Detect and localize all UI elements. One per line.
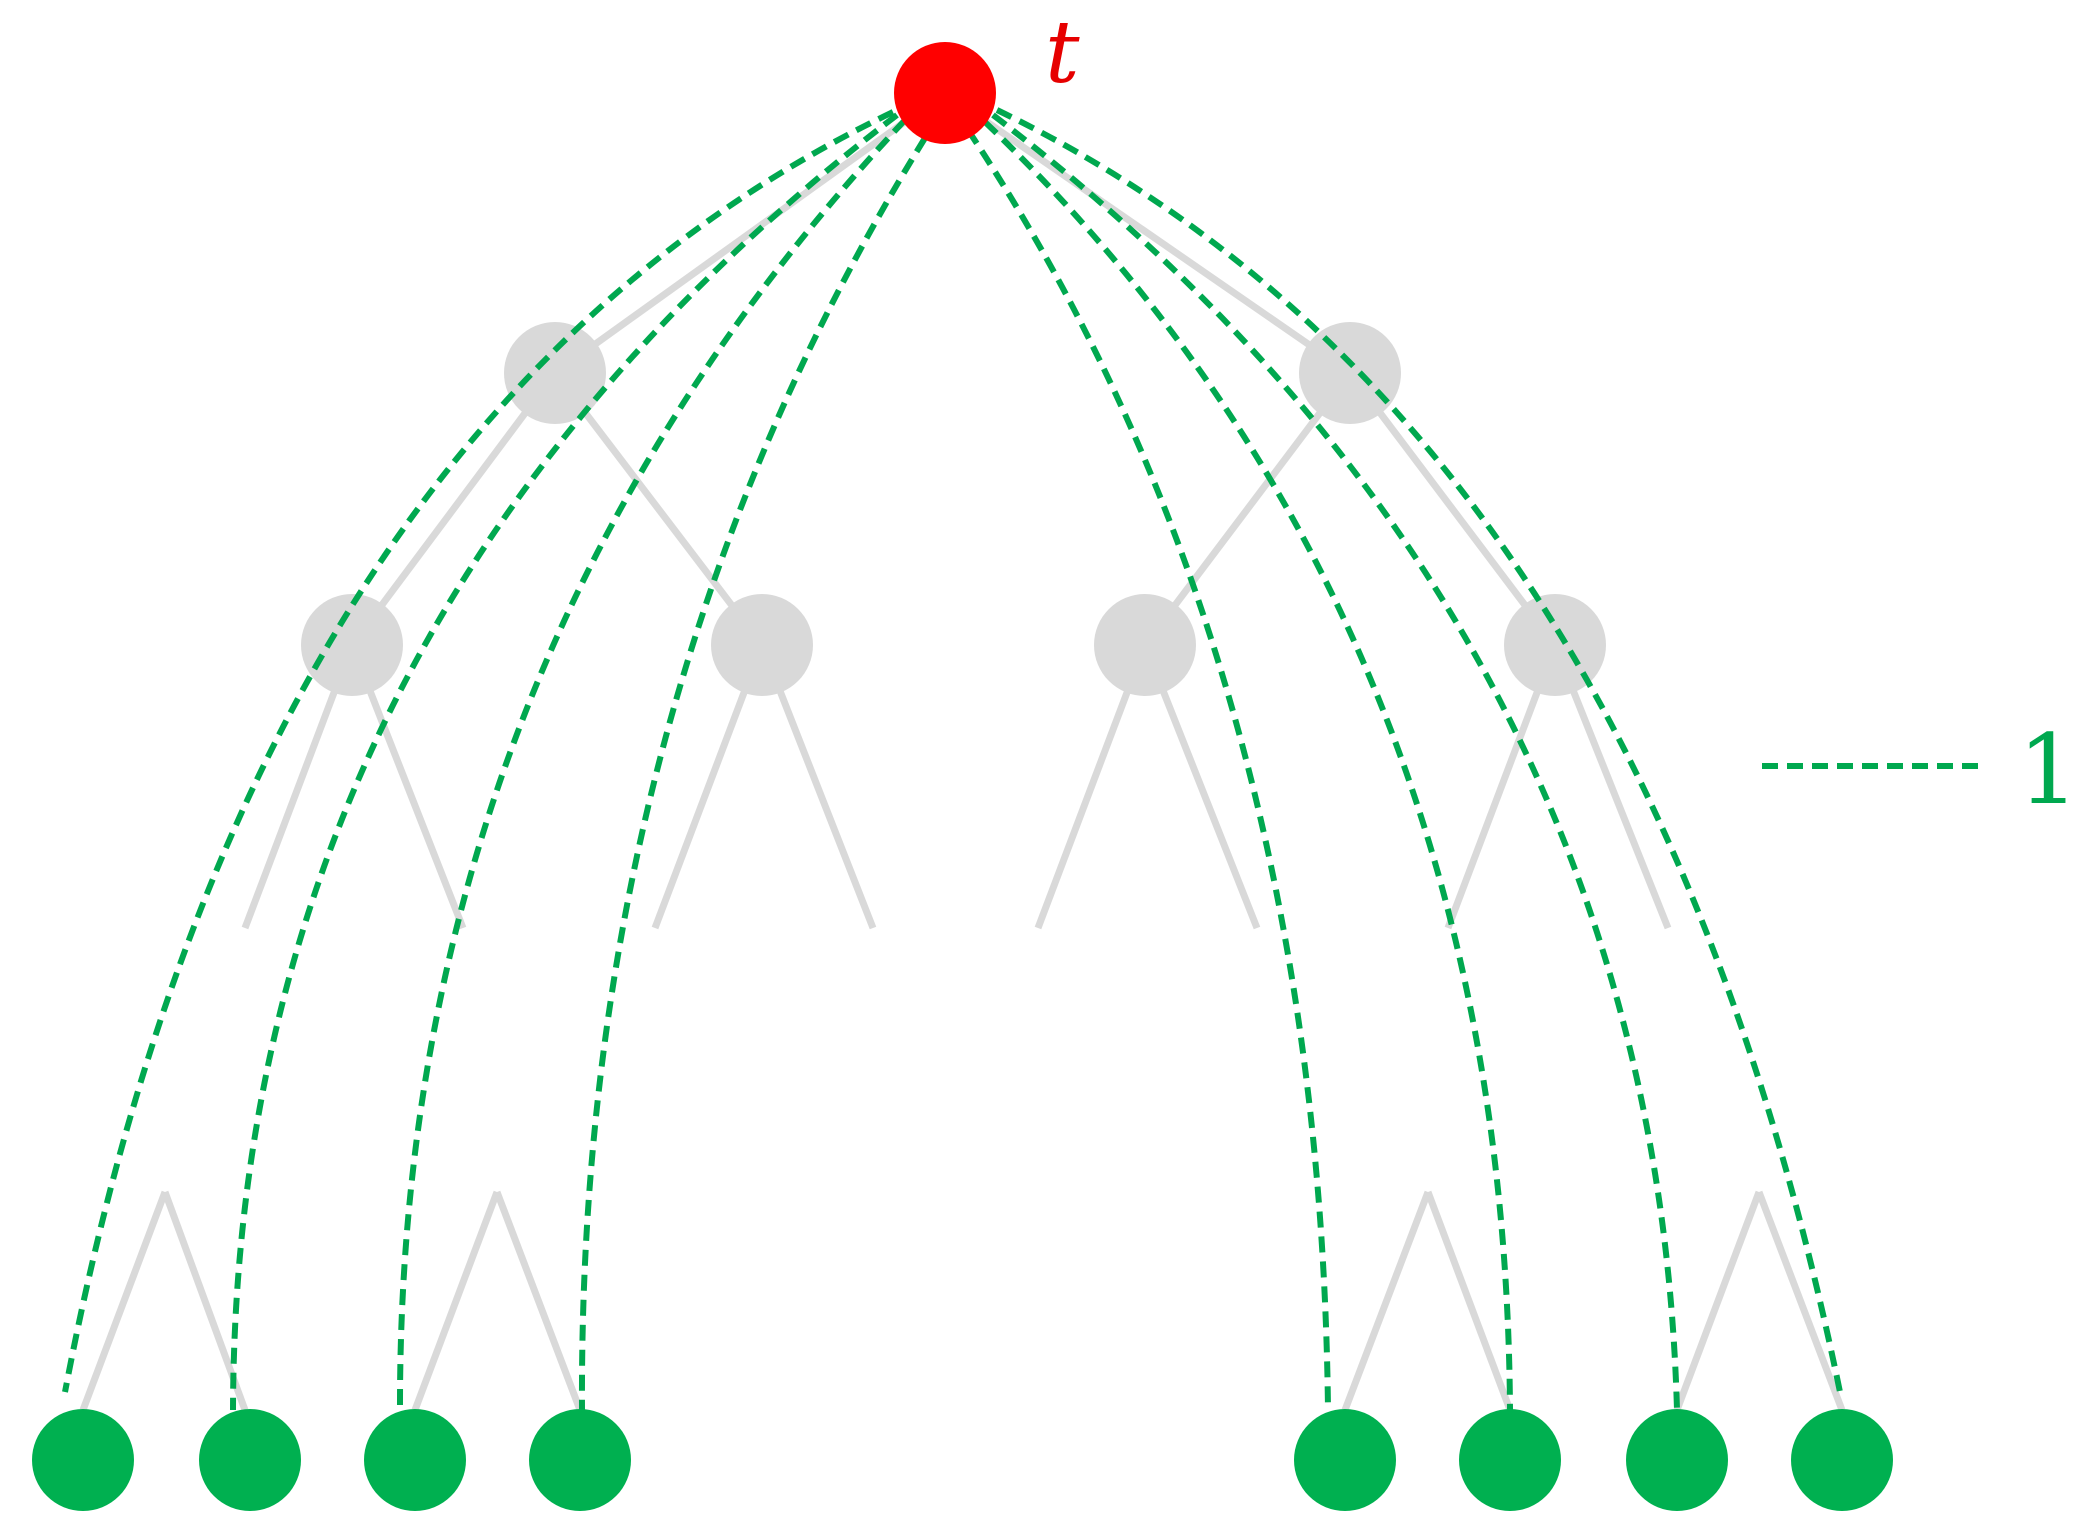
background-tree-nodes <box>301 322 1606 696</box>
leaf-node <box>1626 1409 1728 1511</box>
internal-node <box>504 322 606 424</box>
leaf-node <box>32 1409 134 1511</box>
root-label: t <box>1045 3 1080 103</box>
internal-node <box>711 594 813 696</box>
internal-node <box>1094 594 1196 696</box>
tree-edge <box>552 90 948 376</box>
leaf-node <box>199 1409 301 1511</box>
leaf-nodes <box>32 1409 1893 1511</box>
tree-edge <box>411 1190 501 1412</box>
dashed-edge <box>991 112 1680 1411</box>
legend-label: 1 <box>2018 714 2079 826</box>
leaf-node <box>1459 1409 1561 1511</box>
leaf-node <box>529 1409 631 1511</box>
dashed-edge <box>965 128 1331 1411</box>
internal-node <box>301 594 403 696</box>
root-node <box>894 42 996 144</box>
dashed-edge <box>995 107 1843 1393</box>
dashed-edge <box>396 117 908 1411</box>
tree-edge <box>79 1190 169 1412</box>
root-to-leaf-edges <box>62 107 1843 1411</box>
dashed-edge <box>982 119 1513 1411</box>
leaf-node <box>1791 1409 1893 1511</box>
dashed-edge <box>578 136 928 1411</box>
tree-edge <box>1424 1190 1514 1412</box>
tree-edge <box>1755 1190 1846 1412</box>
leaf-node <box>364 1409 466 1511</box>
tree-edge <box>1673 1190 1763 1412</box>
background-tree-edges <box>79 90 1846 1412</box>
tree-edge <box>552 370 765 648</box>
tree-edge <box>349 370 558 648</box>
tree-edge <box>943 90 1352 376</box>
leaf-node <box>1294 1409 1396 1511</box>
tree-edge <box>493 1190 584 1412</box>
internal-node <box>1299 322 1401 424</box>
dashed-edge <box>230 112 899 1411</box>
dashed-edge <box>62 109 895 1393</box>
tree-edge <box>1142 370 1353 648</box>
tree-edge <box>1341 1190 1432 1412</box>
internal-node <box>1504 594 1606 696</box>
tree-edge <box>1347 370 1558 648</box>
